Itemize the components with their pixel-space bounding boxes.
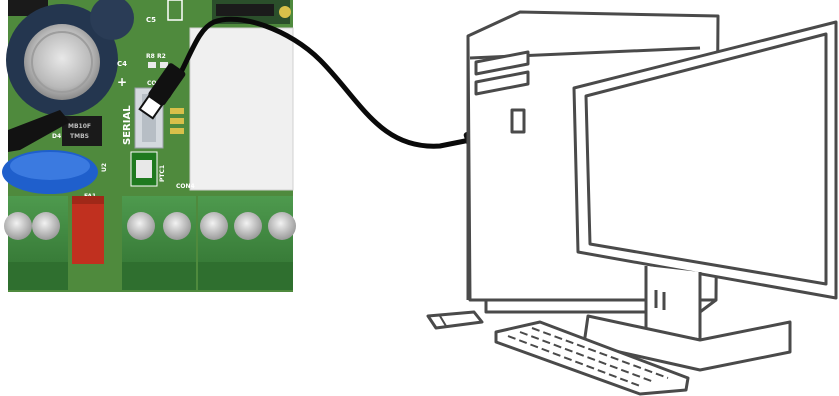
- label-c5: C5: [146, 16, 156, 24]
- label-plus: +: [117, 75, 127, 89]
- mounting-pad: [279, 6, 291, 18]
- relay-block: [190, 28, 293, 190]
- label-u2: U2: [101, 163, 108, 172]
- label-c4: C4: [117, 60, 127, 68]
- label-ptc1: PTC1: [159, 165, 166, 182]
- chip-label-2: TMBS: [70, 133, 89, 140]
- smd-part-2: [170, 118, 184, 124]
- smd-part-1: [170, 108, 184, 114]
- computer-illustration: [428, 12, 836, 394]
- circuit-board: C5 C4 R8 R2 CON3 + SERIAL MB10F TMBS: [2, 0, 296, 292]
- label-r2: R2: [157, 53, 166, 60]
- terminal-block-middle: [122, 196, 196, 290]
- smd-part-3: [170, 128, 184, 134]
- chip-label-1: MB10F: [68, 123, 91, 130]
- smd-resistor-1: [148, 62, 156, 68]
- blue-capacitor-top: [10, 152, 90, 180]
- fuse-red: [72, 196, 104, 264]
- mouse-icon: [428, 312, 482, 328]
- label-d4: D4: [52, 133, 61, 140]
- top-connector-pins: [216, 4, 274, 16]
- label-r8: R8: [146, 53, 155, 60]
- terminal-block-left: [4, 196, 68, 290]
- terminal-block-right: [198, 196, 296, 290]
- usb-port-icon: [512, 110, 524, 132]
- label-con4: CON4: [176, 183, 195, 190]
- label-serial: SERIAL: [122, 105, 133, 145]
